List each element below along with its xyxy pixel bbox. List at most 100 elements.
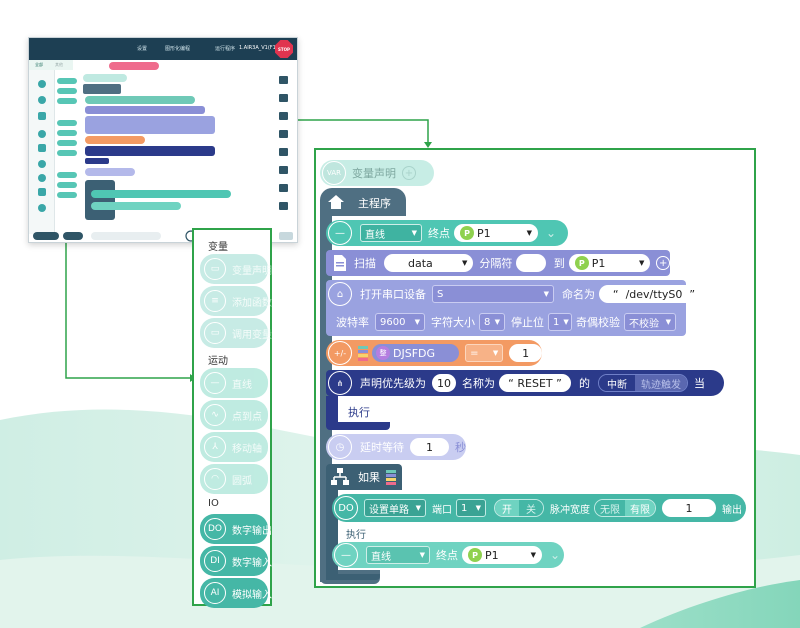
parity-dropdown[interactable]: 不校验▼ — [624, 313, 676, 331]
palette-block-var-decl[interactable]: ▭ 变量声明 — [200, 254, 272, 284]
palette-block-call-variable[interactable]: ▭ 调用变量 — [200, 318, 272, 348]
timer-icon: ◷ — [328, 435, 352, 459]
baud-rate-dropdown[interactable]: 9600▼ — [375, 313, 425, 331]
priority-input[interactable]: 10 — [432, 374, 456, 392]
expand-chevron-icon[interactable]: ⌄ — [550, 548, 561, 562]
assign-value-input[interactable]: 1 — [509, 344, 542, 362]
event-exec-label: 执行 — [348, 406, 370, 419]
palette-block-arc[interactable]: ◠ 圆弧 — [200, 464, 268, 494]
wave-icon: ∿ — [204, 404, 226, 426]
event-footer — [326, 422, 390, 430]
ai-icon: AI — [204, 582, 226, 604]
tablet-block-list — [55, 70, 79, 234]
tablet-screenshot: 设置 图形化编程 运行程序 1.AIR3A_V1(F1) STOP 全部 其他 — [28, 37, 298, 243]
expand-chevron-icon[interactable]: ⌄ — [546, 226, 557, 240]
sidebar-tab-all[interactable]: 全部 — [35, 62, 43, 67]
separator-input[interactable] — [516, 254, 546, 272]
operator-dropdown[interactable]: =▼ — [465, 344, 504, 362]
motion-mode-dropdown[interactable]: 直线▼ — [360, 224, 422, 242]
condition-slot-icon[interactable] — [386, 469, 396, 485]
category-io: IO — [208, 498, 219, 509]
motion-mode-dropdown-2[interactable]: 直线▼ — [366, 546, 430, 564]
main-program-header[interactable]: 主程序 — [320, 188, 406, 216]
tablet-sidebar-tabs: 全部 其他 — [29, 60, 73, 70]
plus-minus-icon: +/- — [328, 341, 352, 365]
port-dropdown[interactable]: 1▼ — [456, 499, 486, 517]
palette-block-point-to-point[interactable]: ∿ 点到点 — [200, 400, 268, 430]
flowchart-icon — [330, 467, 350, 487]
category-motion: 运动 — [208, 356, 228, 367]
trigger-toggle[interactable]: 中断 轨迹触发 — [598, 374, 688, 392]
serial-device-dropdown[interactable]: S▼ — [432, 285, 554, 303]
line-icon: — — [204, 372, 226, 394]
var-declaration-block[interactable]: VAR 变量声明 + — [320, 160, 434, 186]
palette-block-line[interactable]: — 直线 — [200, 368, 268, 398]
tab-settings[interactable]: 设置 — [137, 46, 148, 52]
block-palette-panel: 变量 ▭ 变量声明 ≡ 添加函数 ▭ 调用变量 运动 — 直线 ∿ 点到点 ⅄ … — [192, 228, 272, 608]
event-declare-block[interactable]: ⋔ 声明优先级为 10 名称为 “ RESET ” 的 中断 轨迹触发 当 — [326, 370, 724, 396]
tablet-topbar — [29, 38, 297, 60]
stop-bit-dropdown[interactable]: 1▼ — [548, 313, 572, 331]
list-icon: ≡ — [204, 290, 226, 312]
delay-block[interactable]: ◷ 延时等待 1 秒 — [326, 434, 466, 460]
do-icon: DO — [334, 496, 358, 520]
palette-block-move-axis[interactable]: ⅄ 移动轴 — [200, 432, 268, 462]
palette-block-analog-input[interactable]: AI 模拟输入 — [200, 578, 272, 608]
call-icon: ▭ — [204, 322, 226, 344]
category-variables: 变量 — [208, 242, 228, 253]
pulse-mode-toggle[interactable]: 无限 有限 — [594, 499, 656, 517]
output-mode-dropdown[interactable]: 设置单路▼ — [364, 499, 426, 517]
add-icon[interactable]: + — [656, 256, 670, 270]
tablet-mini-workspace — [83, 62, 231, 220]
on-off-toggle[interactable]: 开 关 — [494, 499, 544, 517]
char-size-dropdown[interactable]: 8▼ — [479, 313, 505, 331]
serial-open-block[interactable]: ⌂ 打开串口设备 S▼ 命名为 “ /dev/ttyS0 ” 波特率 9600▼… — [326, 280, 709, 336]
di-icon: DI — [204, 550, 226, 572]
if-exec-label: 执行 — [346, 530, 366, 541]
line-icon: — — [328, 221, 352, 245]
line-icon: — — [334, 543, 358, 567]
variable-stack-icon — [358, 345, 368, 361]
arc-icon: ◠ — [204, 468, 226, 490]
tab-run-program[interactable]: 运行程序 — [215, 46, 236, 52]
home-icon — [326, 192, 346, 212]
document-icon — [332, 254, 348, 272]
serial-path-input[interactable]: “ /dev/ttyS0 ” — [599, 285, 709, 303]
event-name-input[interactable]: “ RESET ” — [499, 374, 571, 392]
tab-graphical-programming[interactable]: 图形化编程 — [165, 46, 191, 52]
delay-seconds-input[interactable]: 1 — [410, 438, 449, 456]
palette-block-add-function[interactable]: ≡ 添加函数 — [200, 286, 272, 316]
var-icon: ▭ — [204, 258, 226, 280]
antenna-icon: ⌂ — [328, 282, 352, 306]
axis-icon: ⅄ — [204, 436, 226, 458]
digital-output-block[interactable]: DO 设置单路▼ 端口 1▼ 开 关 脉冲宽度 无限 有限 1 输出 — [332, 494, 746, 522]
var-icon: VAR — [322, 161, 346, 185]
palette-block-digital-output[interactable]: DO 数字输出 — [200, 514, 272, 544]
sidebar-tab-other[interactable]: 其他 — [55, 62, 63, 67]
tablet-right-toolbar — [279, 76, 288, 210]
network-icon: ⋔ — [328, 371, 352, 395]
pulse-width-input[interactable]: 1 — [662, 499, 716, 517]
if-block-footer — [326, 574, 380, 580]
event-spine — [326, 396, 338, 422]
stop-button[interactable]: STOP — [275, 40, 293, 58]
tablet-title: 1.AIR3A_V1(F1) — [239, 45, 278, 51]
tablet-category-icons — [33, 78, 51, 218]
scan-variable-dropdown[interactable]: data▼ — [384, 254, 474, 272]
if-block-header[interactable]: 如果 — [326, 464, 402, 490]
do-icon: DO — [204, 518, 226, 540]
palette-block-digital-input[interactable]: DI 数字输入 — [200, 546, 272, 576]
add-icon[interactable]: + — [402, 166, 416, 180]
integer-type-icon: 整 — [376, 346, 390, 360]
